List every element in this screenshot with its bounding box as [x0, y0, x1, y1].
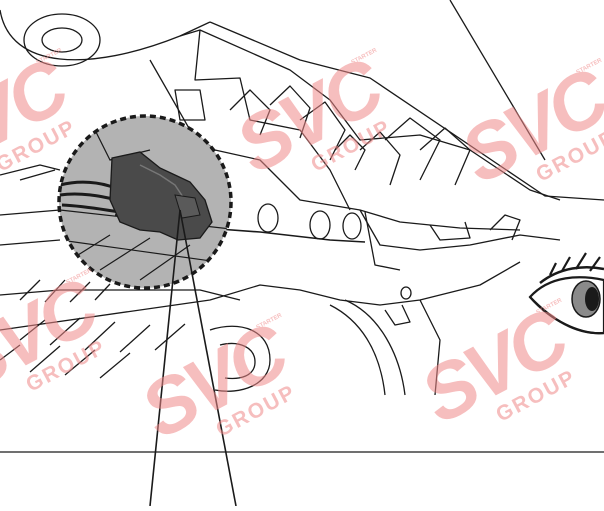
hose-1 [329, 304, 386, 396]
rib-4 [334, 134, 366, 171]
watermark-brand: SVC [382, 0, 559, 15]
floor-hatch-3 [0, 344, 131, 379]
callout-pointer [149, 209, 237, 507]
tab-1 [429, 221, 471, 241]
panel-long-edge [449, 0, 546, 161]
oval-plug-outer [23, 13, 101, 67]
rib-6 [384, 117, 441, 181]
left-edges [0, 169, 61, 246]
underbody-line-art [0, 0, 604, 453]
zoom-hatch [69, 234, 231, 286]
watermark-brand: SVC [127, 0, 304, 15]
connector-highlight [139, 164, 186, 201]
cable-loop-1 [209, 325, 271, 392]
bracket-inner-ridge [194, 29, 351, 211]
hose-2 [344, 299, 406, 396]
watermark-brand: SVC [0, 260, 114, 410]
upper-panel-edge [0, 9, 211, 61]
floor-edge [0, 289, 241, 301]
frame-drop [419, 299, 441, 396]
lower-rail-web [364, 211, 401, 271]
oval-plug-inner [41, 27, 83, 53]
watermark-sub: GROUP [467, 0, 555, 2]
cable-loop-2 [219, 342, 256, 380]
harness-connector [109, 151, 213, 241]
watermark-brand: SVC [127, 305, 304, 455]
floor-hatch-1 [19, 279, 111, 303]
rib-1 [229, 89, 271, 136]
tab-2 [489, 214, 521, 241]
eye-icon [528, 252, 604, 335]
hole-1 [257, 203, 279, 233]
mount-block [174, 89, 206, 121]
watermark-sub: GROUP [212, 0, 300, 2]
zoom-border [57, 114, 233, 290]
hole-2 [309, 210, 331, 240]
rib-2 [269, 85, 311, 139]
bracket-top-edge [179, 29, 561, 201]
pointer-right [179, 209, 237, 507]
rib-3 [299, 101, 346, 161]
harness-wire [204, 227, 366, 243]
panel-diagonal [209, 21, 604, 201]
lower-rail-bracket [359, 209, 561, 251]
rib-7 [419, 127, 471, 186]
hole-4 [400, 286, 412, 300]
zoom-callout [57, 114, 233, 290]
rib-5 [359, 131, 401, 186]
left-hose [0, 164, 61, 176]
hole-3 [342, 212, 362, 240]
pointer-left [149, 209, 181, 507]
lower-rail-top [0, 261, 521, 331]
clamp [384, 304, 411, 326]
floor-hatch-2 [19, 317, 186, 353]
